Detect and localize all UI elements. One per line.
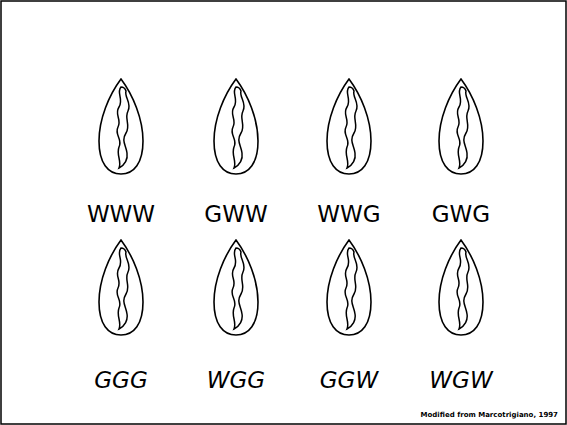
genotype-label: WWW: [87, 202, 155, 227]
genotype-label: WGG: [207, 368, 265, 393]
source-note: Modified from Marcotrigiano, 1997: [421, 412, 558, 420]
genotype-label: GGW: [320, 368, 378, 393]
genotype-label: GWG: [432, 202, 490, 227]
genotype-label: GGG: [94, 368, 147, 393]
genotype-label: WGW: [429, 368, 492, 393]
genotype-label: WWG: [317, 202, 380, 227]
genotype-label: GWW: [204, 202, 267, 227]
